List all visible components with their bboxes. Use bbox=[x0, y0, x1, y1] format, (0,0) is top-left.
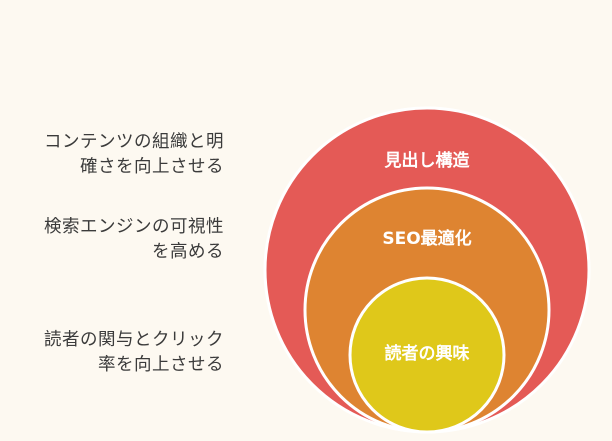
note-search-visibility: 検索エンジンの可視性 を高める bbox=[0, 215, 224, 265]
note-1-line-1: コンテンツの組織と明 bbox=[44, 132, 224, 152]
inner-circle-reader-interest bbox=[348, 276, 506, 434]
note-reader-engagement: 読者の関与とクリック 率を向上させる bbox=[0, 328, 224, 378]
note-2-line-2: を高める bbox=[152, 242, 224, 262]
note-3-line-2: 率を向上させる bbox=[98, 355, 224, 375]
note-content-organization: コンテンツの組織と明 確さを向上させる bbox=[0, 130, 224, 180]
outer-circle-label: 見出し構造 bbox=[384, 150, 471, 171]
note-3-line-1: 読者の関与とクリック bbox=[44, 330, 224, 350]
note-1-line-2: 確さを向上させる bbox=[80, 157, 224, 177]
note-2-line-1: 検索エンジンの可視性 bbox=[44, 217, 224, 237]
inner-circle-label: 読者の興味 bbox=[385, 343, 470, 364]
middle-circle-label: SEO最適化 bbox=[382, 228, 471, 249]
